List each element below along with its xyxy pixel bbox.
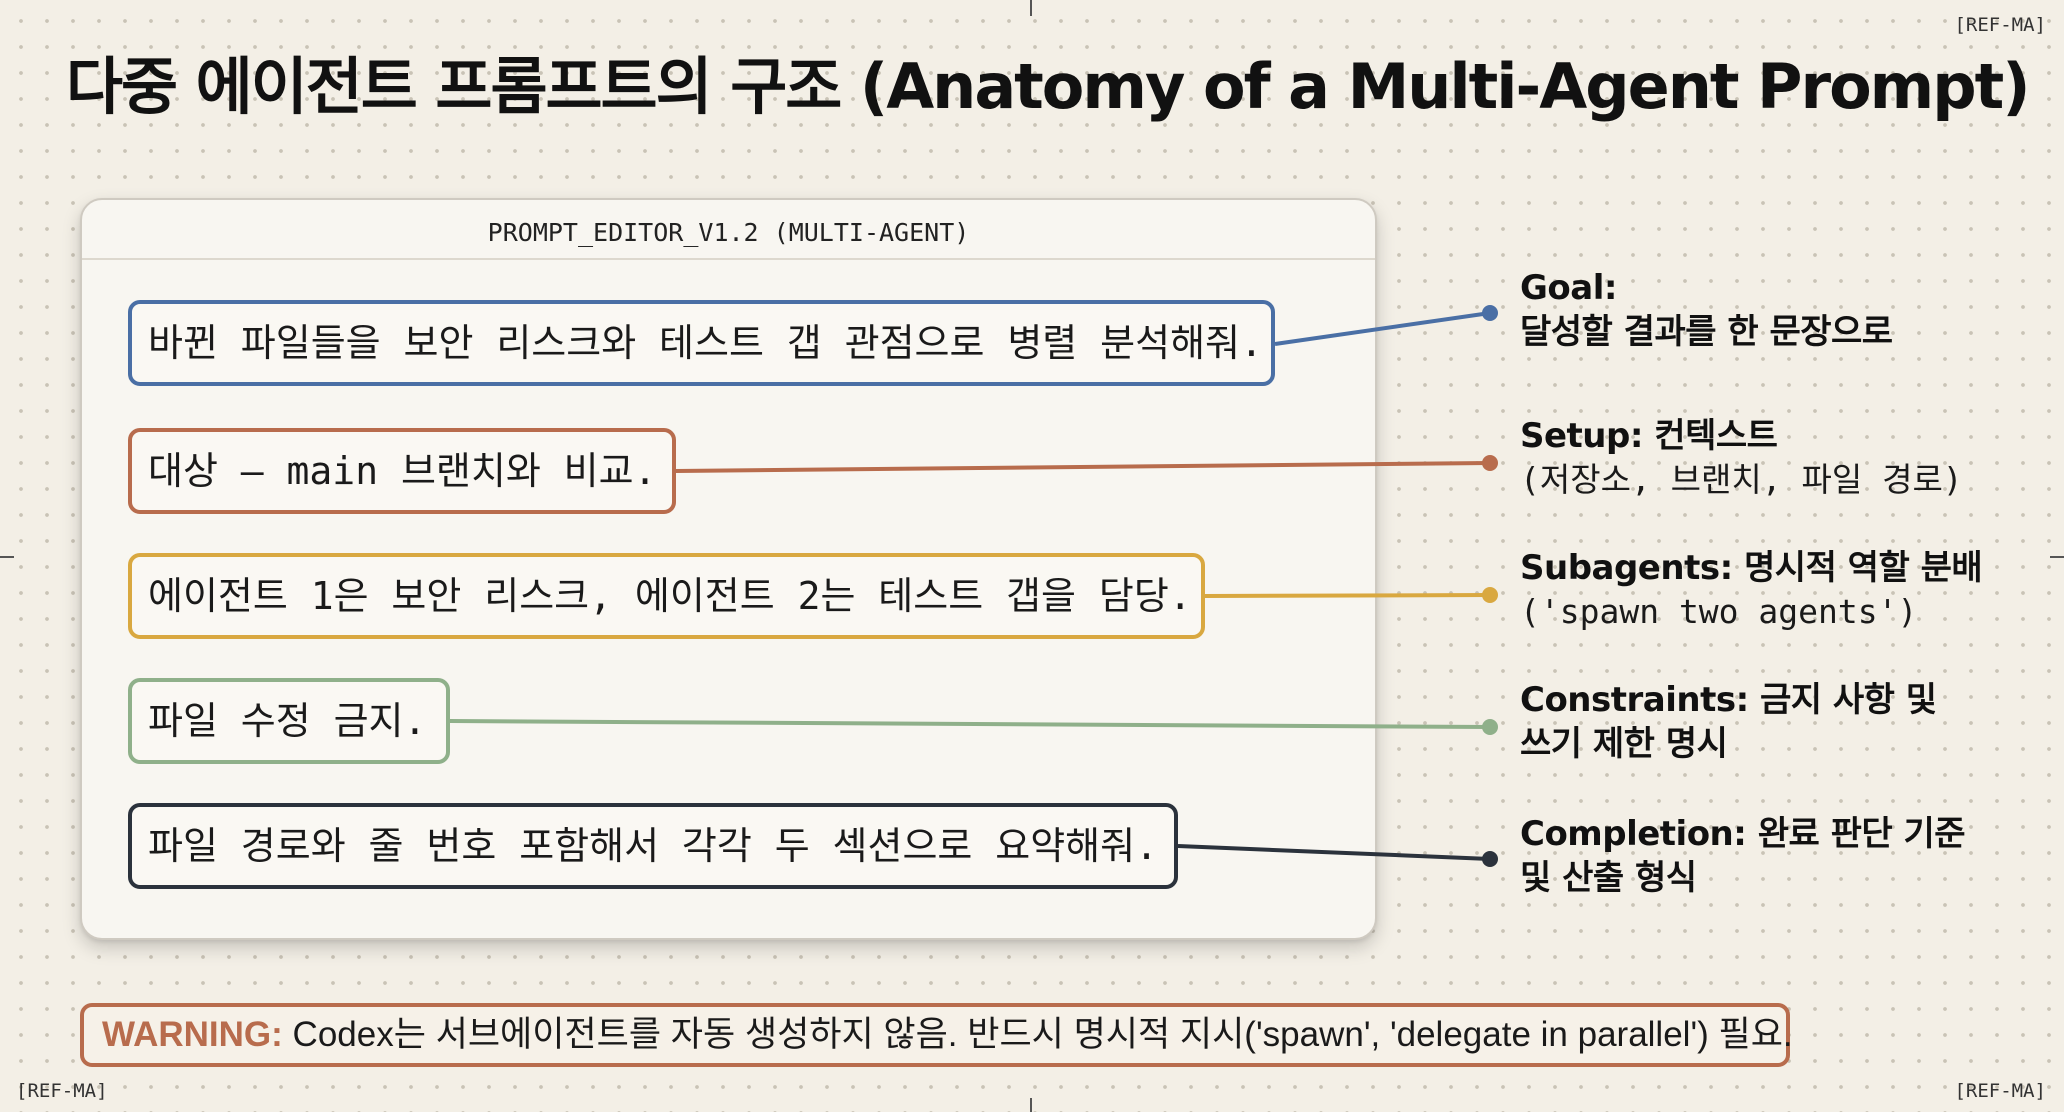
left-edge-tick <box>0 556 14 558</box>
prompt-line-constraints: 파일 수정 금지. <box>128 678 450 764</box>
connector-constraints-dot <box>1482 719 1498 735</box>
annotation-setup-line2: (저장소, 브랜치, 파일 경로) <box>1520 460 1963 499</box>
annotation-setup-line1: 컨텍스트 <box>1642 416 1778 456</box>
annotation-subagents-key: Subagents: <box>1520 548 1733 588</box>
annotation-constraints-line2: 쓰기 제한 명시 <box>1520 724 1728 764</box>
ref-tag-top-right: [REF-MA] <box>1954 14 2046 36</box>
right-edge-tick <box>2050 556 2064 558</box>
annotation-setup: Setup: 컨텍스트 (저장소, 브랜치, 파일 경로) <box>1520 414 1963 502</box>
annotation-subagents: Subagents: 명시적 역할 분배 ('spawn two agents'… <box>1520 546 1983 634</box>
prompt-line-completion: 파일 경로와 줄 번호 포함해서 각각 두 섹션으로 요약해줘. <box>128 803 1178 889</box>
annotation-completion-line1: 완료 판단 기준 <box>1746 814 1966 854</box>
annotation-goal-line2: 달성할 결과를 한 문장으로 <box>1520 312 1893 352</box>
ref-tag-bottom-right: [REF-MA] <box>1954 1080 2046 1102</box>
warning-banner: WARNING: Codex는 서브에이전트를 자동 생성하지 않음. 반드시 … <box>80 1003 1793 1067</box>
annotation-constraints-key: Constraints: <box>1520 680 1749 720</box>
ref-tag-bottom-left: [REF-MA] <box>16 1080 108 1102</box>
annotation-subagents-line1: 명시적 역할 분배 <box>1732 548 1983 588</box>
annotation-setup-key: Setup: <box>1520 416 1643 456</box>
page-title: 다중 에이전트 프롬프트의 구조 (Anatomy of a Multi-Age… <box>66 50 2031 123</box>
annotation-goal: Goal: 달성할 결과를 한 문장으로 <box>1520 266 1893 354</box>
prompt-line-subagents: 에이전트 1은 보안 리스크, 에이전트 2는 테스트 갭을 담당. <box>128 553 1205 639</box>
prompt-line-setup: 대상 – main 브랜치와 비교. <box>128 428 676 514</box>
editor-title-divider <box>82 258 1375 260</box>
annotation-constraints-line1: 금지 사항 및 <box>1748 680 1937 720</box>
warning-label: WARNING: <box>102 1015 283 1054</box>
annotation-completion: Completion: 완료 판단 기준 및 산출 형식 <box>1520 812 1966 900</box>
bottom-edge-tick <box>1030 1098 1032 1112</box>
annotation-completion-line2: 및 산출 형식 <box>1520 858 1697 898</box>
annotation-completion-key: Completion: <box>1520 814 1747 854</box>
connector-subagents-dot <box>1482 587 1498 603</box>
connector-goal-dot <box>1482 305 1498 321</box>
connector-completion-dot <box>1482 851 1498 867</box>
prompt-line-goal: 바뀐 파일들을 보안 리스크와 테스트 갭 관점으로 병렬 분석해줘. <box>128 300 1275 386</box>
annotation-constraints: Constraints: 금지 사항 및 쓰기 제한 명시 <box>1520 678 1937 766</box>
warning-text: Codex는 서브에이전트를 자동 생성하지 않음. 반드시 명시적 지시('s… <box>282 1015 1793 1054</box>
editor-title: PROMPT_EDITOR_V1.2 (MULTI-AGENT) <box>487 218 970 247</box>
connector-setup-dot <box>1482 455 1498 471</box>
annotation-subagents-line2: ('spawn two agents') <box>1520 592 1918 631</box>
top-edge-tick <box>1030 0 1032 16</box>
annotation-goal-key: Goal: <box>1520 268 1617 308</box>
